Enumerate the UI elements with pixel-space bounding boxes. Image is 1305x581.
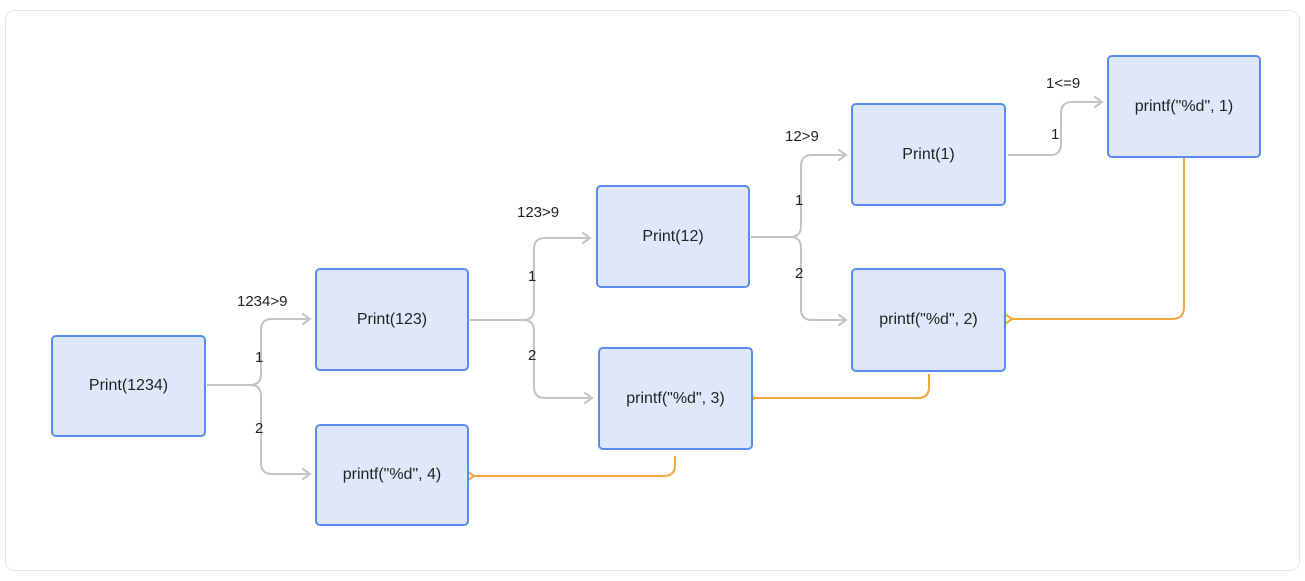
node-printf-3: printf("%d", 3) [598, 347, 753, 450]
branch-label: 2 [528, 347, 537, 364]
branch-label: 1 [1051, 126, 1060, 143]
return-arrow-printf1-to-printf2 [1004, 158, 1185, 325]
node-print-123: Print(123) [315, 268, 469, 371]
node-printf-4: printf("%d", 4) [315, 424, 469, 526]
branch-label: 1 [255, 349, 264, 366]
branch-label: 1 [528, 268, 537, 285]
call-arrow-123-to-12 [470, 232, 592, 321]
condition-label-12: 12>9 [785, 128, 819, 145]
diagram-frame [5, 10, 1300, 571]
node-printf-1: printf("%d", 1) [1107, 55, 1261, 158]
node-print-1: Print(1) [851, 103, 1006, 206]
condition-label-1234: 1234>9 [237, 293, 288, 310]
call-arrow-1234-to-123 [207, 313, 312, 386]
branch-label: 2 [255, 420, 264, 437]
call-arrow-1-to-printf1 [1008, 96, 1104, 156]
return-arrow-printf3-to-printf4 [466, 456, 676, 482]
call-arrow-12-to-printf2 [751, 236, 848, 326]
condition-label-1: 1<=9 [1046, 75, 1081, 92]
call-arrow-1234-to-printf4 [207, 384, 312, 480]
node-print-1234: Print(1234) [51, 335, 206, 437]
node-print-12: Print(12) [596, 185, 750, 288]
call-arrow-123-to-printf3 [470, 319, 594, 404]
node-printf-2: printf("%d", 2) [851, 268, 1006, 372]
return-arrow-printf2-to-printf3 [747, 374, 930, 404]
condition-label-123: 123>9 [517, 204, 560, 221]
branch-label: 2 [795, 265, 804, 282]
call-arrow-12-to-1 [751, 149, 848, 238]
branch-label: 1 [795, 192, 804, 209]
